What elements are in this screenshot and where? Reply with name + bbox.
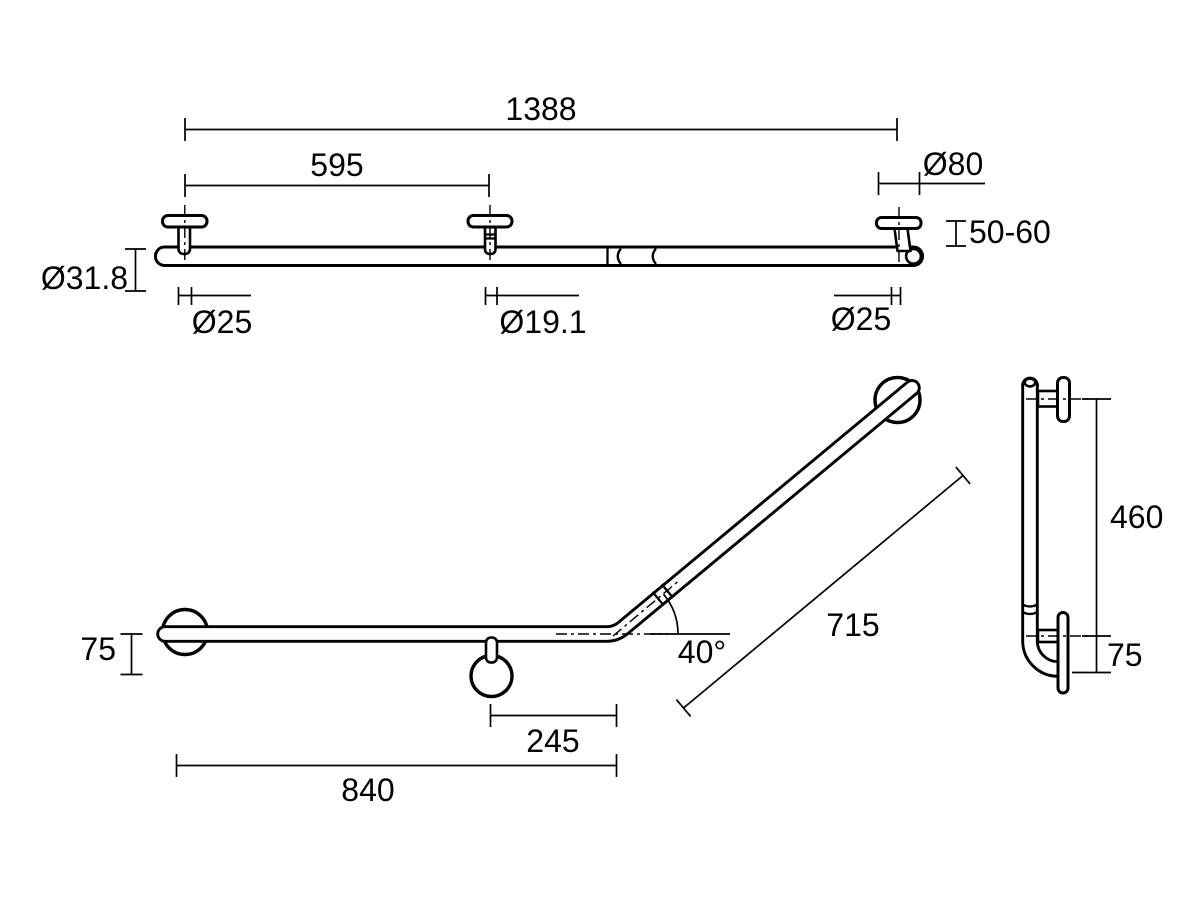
side-bottom-flange [1056,611,1070,695]
dim-wall-offset [946,220,966,247]
front-view: 40° 75 245 840 715 [80,375,971,808]
dim-lower-span [1072,636,1111,674]
dim-overall-length [184,118,898,141]
dim-angled-run [675,466,971,717]
dim-right-post-label: Ø25 [831,301,891,337]
front-middle-bracket-stem [484,636,499,664]
top-view: 1388 595 Ø80 50-60 Ø31.8 [41,91,1051,340]
dim-left-span [184,174,490,197]
rail-joint-marks [606,247,657,265]
rail-end-circle [904,247,923,265]
side-joint-marks [1021,603,1039,616]
left-bracket [161,205,209,260]
dim-front-flange-size [120,633,143,676]
right-bracket [875,207,923,266]
dim-post-to-bend-label: 245 [526,723,579,759]
dim-angled-run-label: 715 [826,607,879,643]
dim-overall-length-label: 1388 [505,91,576,127]
dim-flange-diameter-label: Ø80 [923,146,983,182]
dim-left-post-label: Ø25 [192,304,252,340]
dim-upper-span [1082,398,1111,637]
dim-right-post [834,287,902,305]
dim-flange-diameter [877,172,985,195]
front-rail-tube [156,379,921,643]
right-bracket-stem [893,227,912,253]
dim-horizontal-run [175,754,618,777]
dim-front-flange-size-label: 75 [80,631,116,667]
side-rail-tube [1021,384,1060,678]
front-angled-centerline [612,579,681,637]
dim-middle-post-label: Ø19.1 [499,304,586,340]
dim-rail-diameter [125,248,146,292]
dim-post-to-bend [489,704,618,727]
side-view: 460 75 [1021,376,1163,695]
dim-horizontal-run-label: 840 [341,772,394,808]
dim-wall-offset-label: 50-60 [969,214,1051,250]
middle-bracket [466,205,514,260]
dim-lower-span-label: 75 [1107,637,1143,673]
dim-left-post [177,287,251,305]
side-tube-top-cap-inner [1023,377,1037,388]
dim-middle-post [484,287,579,305]
top-view-rail [154,245,924,267]
dim-rail-diameter-label: Ø31.8 [41,260,128,296]
dim-left-span-label: 595 [310,147,363,183]
dim-bend-angle-label: 40° [678,634,726,670]
dim-upper-span-label: 460 [1110,499,1163,535]
dim-bend-angle [650,593,730,635]
